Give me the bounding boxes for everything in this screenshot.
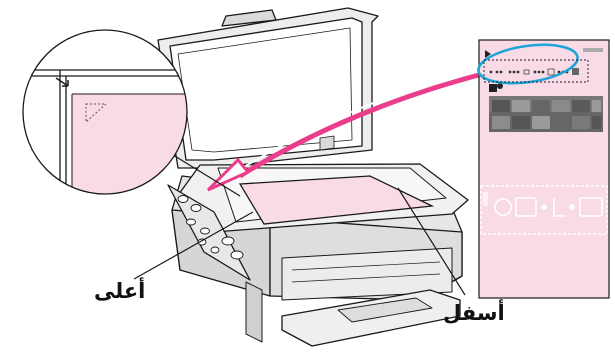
- thumbnail-row-2: [489, 112, 603, 132]
- scanner-lid: [158, 8, 378, 168]
- bottom-edge-label: أسفل: [443, 301, 505, 325]
- top-edge-label: أعلى: [94, 279, 145, 303]
- scanner-device: [158, 8, 468, 346]
